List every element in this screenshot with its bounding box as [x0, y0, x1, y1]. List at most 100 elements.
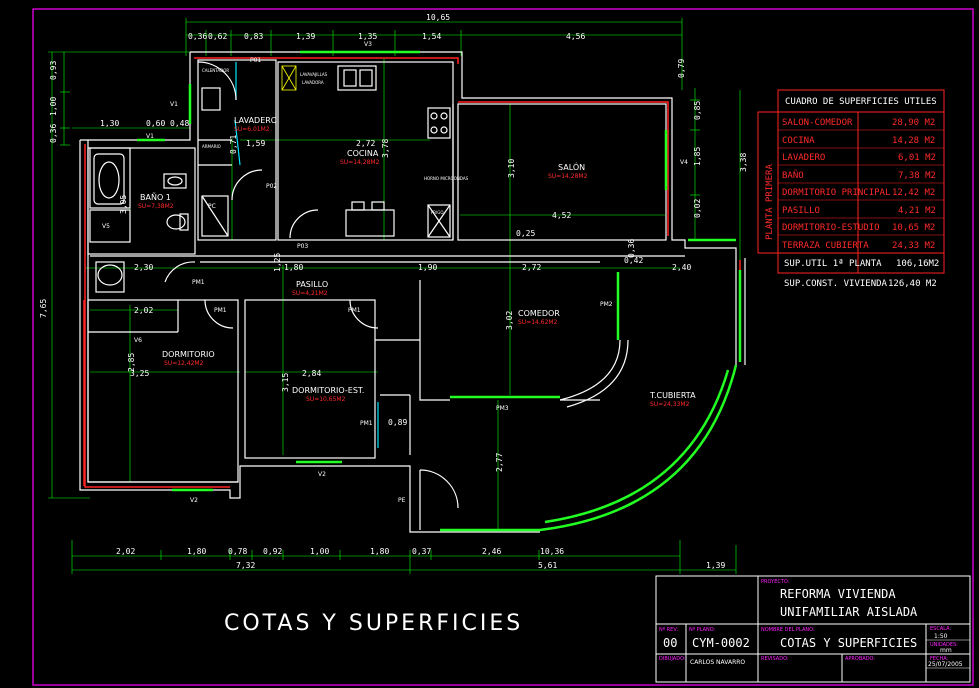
- dim-bottom-seg-9: 10,36: [540, 547, 564, 556]
- dim-bottom-seg-6: 1,80: [370, 547, 389, 556]
- table-row-name-3: LAVADERO: [782, 153, 825, 163]
- tb-unidades-label: UNIDADES:: [930, 642, 958, 648]
- dim-internal-9: 0,25: [516, 229, 535, 238]
- dim-bottom-seg-3: 0,78: [228, 547, 247, 556]
- table-row-name-2: COCINA: [782, 136, 815, 146]
- table-row-name-5: DORMITORIO PRINCIPAL: [782, 188, 890, 198]
- dim-internal-6: 3,78: [381, 139, 390, 158]
- element-tags: P01 P02 P03 PM1 PM1 PM1 PM1 PM2 PM3 PE P…: [102, 41, 688, 504]
- dim-right-seg-1: 0,85: [693, 101, 702, 120]
- window-tag-v5: V5: [102, 223, 110, 230]
- dim-internal-19: 2,02: [134, 306, 153, 315]
- terrace-curve: [539, 339, 738, 532]
- room-dormitorio-est-name: DORMITORIO-EST.: [292, 386, 364, 395]
- room-dormitorio-est-area: SU=10,65M2: [306, 396, 346, 403]
- tb-nrev: 00: [663, 636, 677, 650]
- table-row-value-4: 7,38 M2: [898, 171, 936, 181]
- dim-internal-14: 0,42: [624, 256, 643, 265]
- dim-internal-17: 0,79: [677, 59, 686, 78]
- dim-left-seg-3: 0,36: [49, 124, 58, 143]
- dim-top-seg-1: 0,36: [188, 32, 207, 41]
- door-tag-pe: PE: [398, 497, 406, 504]
- dim-right-seg-2: 1,85: [693, 147, 702, 166]
- room-dormitorio-area: SU=12,42M2: [164, 360, 204, 367]
- table-row-value-3: 6,01 M2: [898, 153, 936, 163]
- window-tag-v1-a: V1: [146, 133, 154, 140]
- dim-internal-16: 2,40: [672, 263, 691, 272]
- doors: [164, 61, 459, 509]
- dim-internal-4: 1,59: [246, 139, 265, 148]
- dim-internal-8: 4,52: [552, 211, 571, 220]
- dim-internal-25: 3,02: [505, 311, 514, 330]
- dim-internal-1: 1,30: [100, 119, 119, 128]
- kitchen-fixtures: [201, 65, 451, 238]
- door-tag-pm1-d: PM1: [360, 420, 373, 427]
- room-labels: LAVADERO SU=6,01M2 COCINA SU=14,28M2 SAL…: [138, 116, 696, 408]
- fixture-label-armario: ARMARIO: [202, 144, 221, 149]
- dim-top-seg-5: 1,35: [358, 32, 377, 41]
- dim-internal-3: 0,48: [170, 119, 189, 128]
- window-tag-v6: V6: [134, 337, 142, 344]
- dim-internal-10: 2,30: [134, 263, 153, 272]
- table-row-value-8: 24,33 M2: [892, 241, 935, 251]
- dim-internal-2: 0,60: [146, 119, 165, 128]
- bathroom-fixtures: [93, 153, 189, 293]
- room-cocina-name: COCINA: [347, 149, 379, 158]
- tb-nombre: COTAS Y SUPERFICIES: [780, 636, 917, 650]
- table-row-name-8: TERRAZA CUBIERTA: [782, 241, 869, 251]
- window-tag-v4: V4: [680, 159, 688, 166]
- dim-internal-12: 1,90: [418, 263, 437, 272]
- dim-top-total: 10,65: [426, 13, 450, 22]
- table-total-label: SUP.UTIL 1ª PLANTA: [784, 259, 882, 269]
- room-terraza-area: SU=24,33M2: [650, 401, 690, 408]
- table-row-name-6: PASILLO: [782, 206, 820, 216]
- tb-nombre-label: NOMBRE DEL PLANO:: [761, 627, 815, 633]
- door-tag-p02: P02: [266, 183, 277, 190]
- tb-aprobado-label: APROBADO:: [845, 656, 875, 662]
- window-tag-v1-b: V1: [170, 101, 178, 108]
- room-salon-area: SU=14,28M2: [548, 173, 588, 180]
- dim-bottom-total-2: 5,61: [538, 561, 557, 570]
- dim-left-seg-2: 1,00: [49, 97, 58, 116]
- room-bano-area: SU=7,38M2: [138, 203, 174, 210]
- dim-internal-26: 2,77: [495, 453, 504, 472]
- dim-right-seg-3: 0,02: [693, 199, 702, 218]
- table-row-value-6: 4,21 M2: [898, 206, 936, 216]
- dim-internal-21: 3,05: [119, 195, 128, 214]
- door-tag-pc: PC: [208, 203, 216, 210]
- tb-fecha: 25/07/2005: [928, 661, 963, 668]
- table-const-value: 126,40 M2: [888, 279, 937, 289]
- door-tag-p03: P03: [297, 243, 308, 250]
- dim-internal-11: 1,80: [284, 263, 303, 272]
- table-row-value-7: 10,65 M2: [892, 223, 935, 233]
- tb-unidades: mm: [940, 647, 952, 654]
- dim-internal-5: 2,72: [356, 139, 375, 148]
- door-tag-pm1-b: PM1: [214, 307, 227, 314]
- fixture-label-frigo: FRIGO: [431, 210, 444, 215]
- room-terraza-name: T.CUBIERTA: [649, 391, 696, 400]
- room-lavadero-area: SU=6,01M2: [234, 126, 270, 133]
- door-tag-pm3: PM3: [496, 405, 509, 412]
- fixture-label-calentador: CALENTADOR: [202, 68, 229, 73]
- window-tag-v2-a: V2: [190, 497, 198, 504]
- room-bano-name: BAÑO 1: [140, 192, 171, 202]
- table-row-name-1: SALON-COMEDOR: [782, 118, 853, 128]
- fixture-label-lavadora: LAVADORA: [302, 80, 324, 85]
- table-row-name-7: DORMITORIO-ESTUDIO: [782, 223, 880, 233]
- dim-bottom-total-3: 1,39: [706, 561, 725, 570]
- dim-internal-13: 2,72: [522, 263, 541, 272]
- title-block: PROYECTO: REFORMA VIVIENDA UNIFAMILIAR A…: [655, 575, 971, 683]
- dim-internal-24: 0,89: [388, 418, 407, 427]
- window-tag-v2-b: V2: [318, 471, 326, 478]
- dim-internal-28: 3,15: [281, 373, 290, 392]
- dim-left-total: 7,65: [39, 299, 48, 318]
- dim-bottom-seg-5: 1,00: [310, 547, 329, 556]
- dim-top-seg-2: 0,62: [208, 32, 227, 41]
- room-cocina-area: SU=14,28M2: [340, 159, 380, 166]
- table-side-label: PLANTA PRIMERA: [765, 164, 775, 240]
- dim-bottom-seg-2: 1,80: [187, 547, 206, 556]
- room-lavadero-name: LAVADERO: [234, 116, 277, 125]
- dim-internal-7: 3,10: [507, 159, 516, 178]
- dim-internal-15: 0,36: [627, 239, 636, 258]
